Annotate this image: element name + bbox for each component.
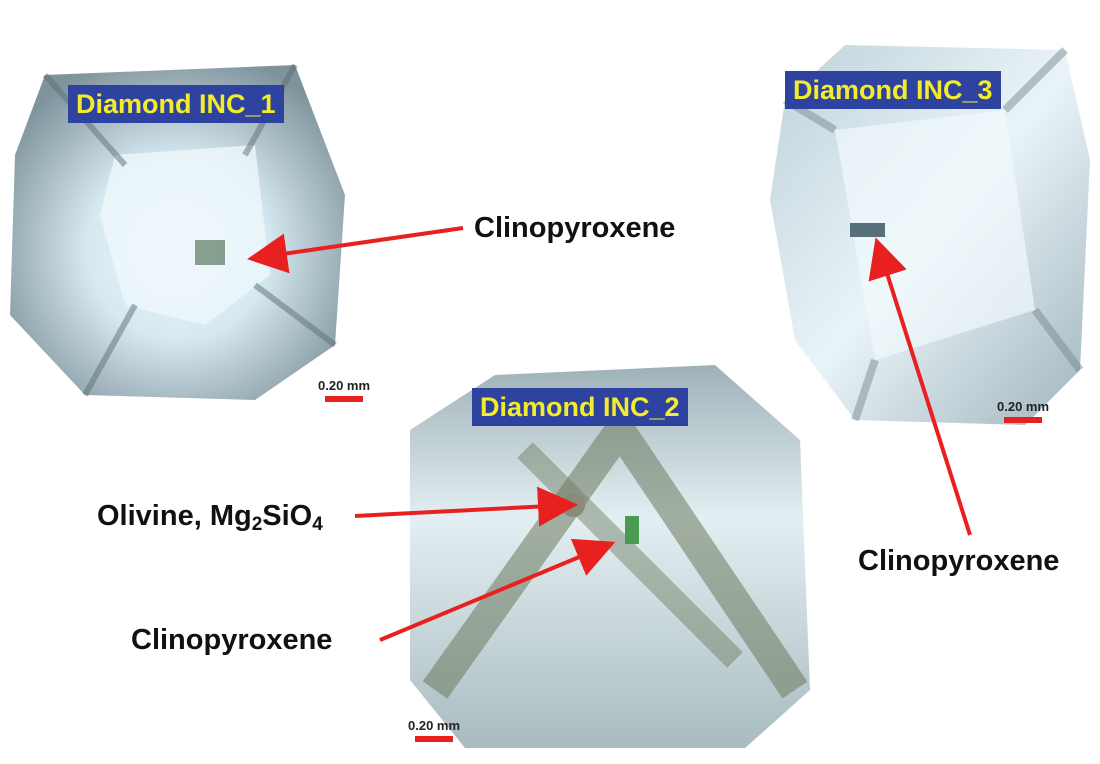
olivine-text-a: Olivine, Mg xyxy=(97,500,252,532)
scale-bar-line xyxy=(325,396,364,402)
scale-label: 0.20 mm xyxy=(997,399,1050,414)
olivine-text-b: SiO xyxy=(262,500,313,532)
scale-label: 0.20 mm xyxy=(408,718,461,733)
diamond-inc1-scale-bar: 0.20 mm xyxy=(318,378,370,402)
caption-inc1-clinopyroxene: Clinopyroxene xyxy=(474,212,676,244)
diamond-inc3-scale-bar: 0.20 mm xyxy=(997,399,1049,423)
diamond-inc3-label: Diamond INC_3 xyxy=(785,71,1001,109)
diamond-inc2-scale-bar: 0.20 mm xyxy=(408,718,460,742)
olivine-sub-b: 4 xyxy=(312,514,323,535)
diamond-inc1-image xyxy=(5,45,350,405)
scale-bar-line xyxy=(1004,417,1043,423)
caption-inc2-olivine: Olivine, Mg2SiO4 xyxy=(97,500,323,536)
scale-label: 0.20 mm xyxy=(318,378,371,393)
arrow-inc3-cpx xyxy=(868,237,972,536)
arrow-inc2-cpx xyxy=(379,538,616,642)
caption-inc3-clinopyroxene: Clinopyroxene xyxy=(858,545,1060,577)
arrow-inc2-olivine xyxy=(354,486,578,527)
diamond-inc3-image xyxy=(765,40,1095,430)
scale-bar-line xyxy=(415,736,454,742)
olivine-sub-a: 2 xyxy=(251,514,263,535)
caption-inc2-clinopyroxene: Clinopyroxene xyxy=(131,624,333,656)
diamond-inc2-label: Diamond INC_2 xyxy=(472,388,688,426)
arrow-inc1-cpx xyxy=(247,226,464,274)
diamond-inc1-label: Diamond INC_1 xyxy=(68,85,284,123)
